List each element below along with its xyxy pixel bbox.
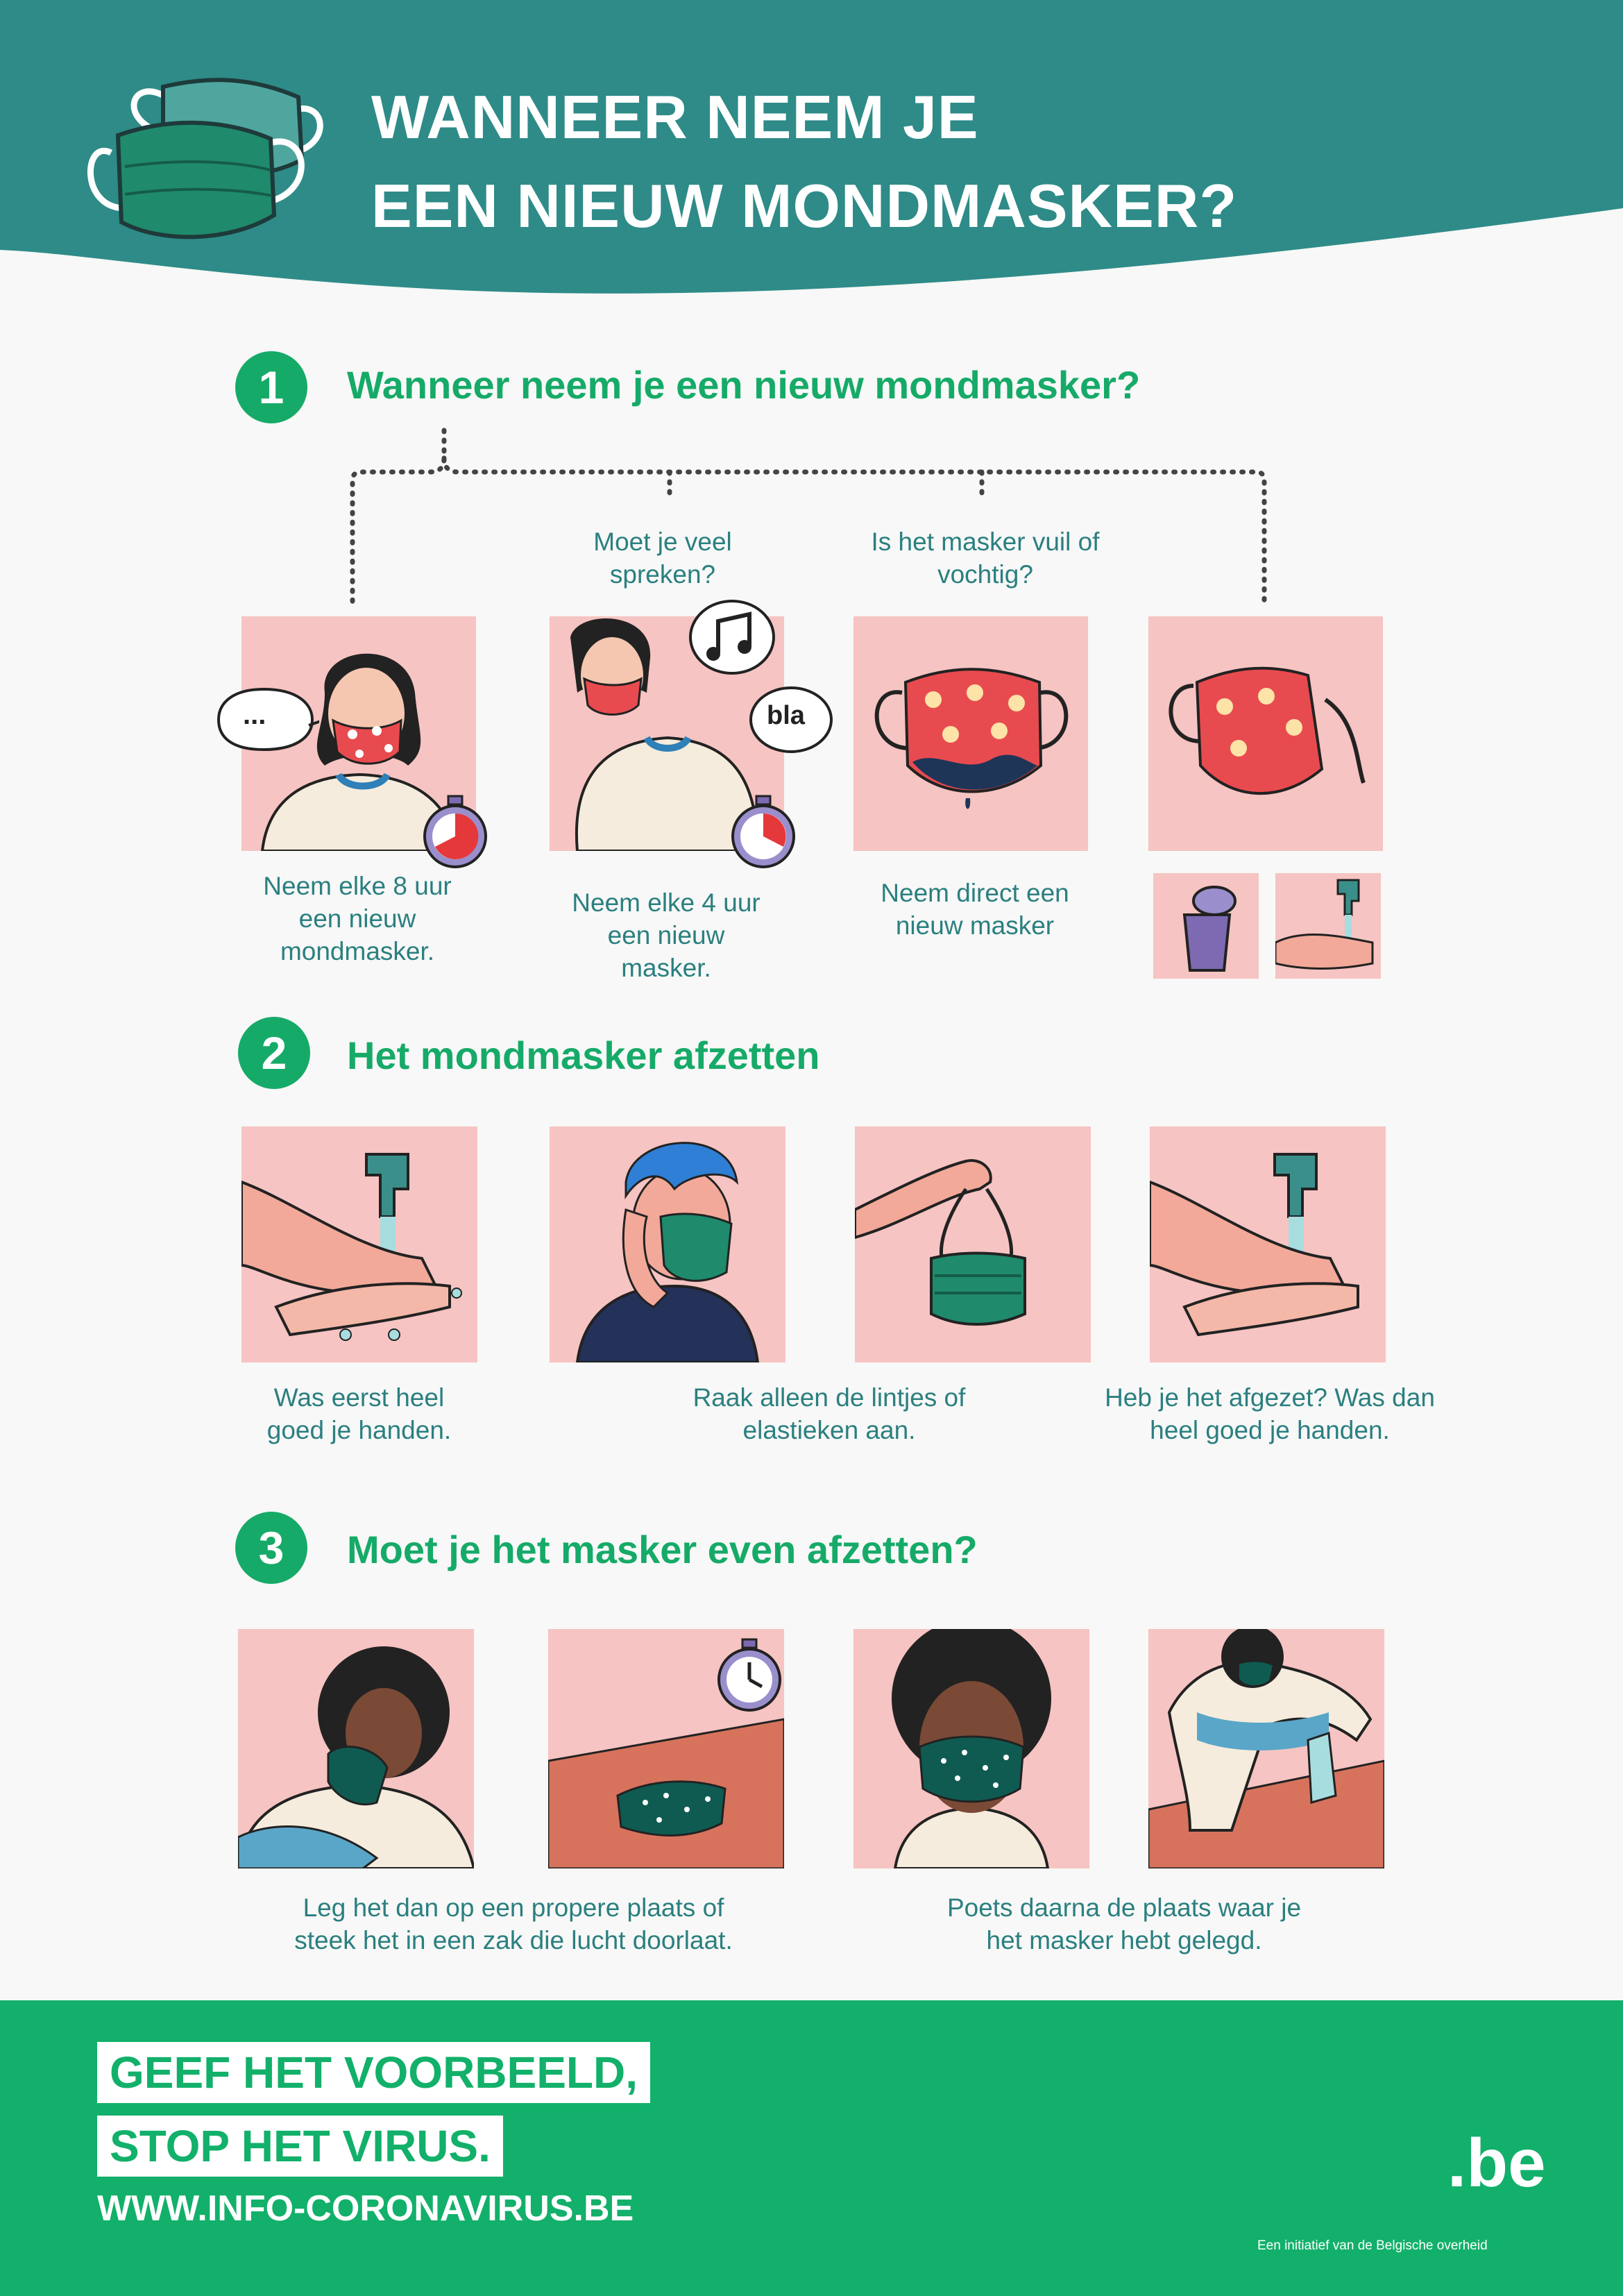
panel-wash-hands [240, 1126, 477, 1362]
caption-place-clean: Leg het dan op een propere plaats of ste… [294, 1893, 733, 1955]
dotted-connector [350, 428, 1267, 610]
woman-putting-mask-icon [892, 1619, 1051, 1870]
caption-clean-after: Poets daarna de plaats waar je het maske… [946, 1893, 1302, 1955]
caption-wash-after: Heb je het afgezet? Was dan heel goed je… [1105, 1383, 1435, 1444]
government-tagline: Een initiatief van de Belgische overheid [1257, 2238, 1488, 2253]
section-title: Moet je het masker even afzetten? [347, 1528, 978, 1571]
stopwatch-icon [731, 795, 795, 868]
website-link[interactable]: WWW.INFO-CORONAVIRUS.BE [97, 2188, 634, 2229]
man-removing-mask-icon [575, 1142, 760, 1364]
caption-touch-loops: Raak alleen de lintjes of elastieken aan… [692, 1383, 966, 1444]
panel-clean-table [1148, 1629, 1384, 1868]
panel-wash-hands-after [1148, 1126, 1386, 1362]
mask-on-table-icon [548, 1718, 784, 1868]
panel-holding-mask [853, 1126, 1091, 1362]
panel-wet-mask [853, 616, 1088, 851]
caption-4h: Neem elke 4 uur een nieuw masker. [572, 888, 760, 982]
mask-pair-illustration [87, 78, 323, 239]
faucet-icon [1274, 879, 1374, 970]
header-banner [0, 0, 1623, 294]
section-number-badge: 2 [238, 1017, 310, 1089]
wet-mask-icon [874, 668, 1069, 809]
faucet-icon [1148, 1153, 1359, 1337]
woman-taking-off-mask-icon [236, 1646, 476, 1870]
section-title: Wanneer neem je een nieuw mondmasker? [347, 363, 1141, 407]
caption-directly: Neem direct een nieuw masker [881, 879, 1069, 940]
slogan-line1: GEEF HET VOORBEELD, [97, 2042, 650, 2103]
panel-remove-by-loops [550, 1126, 785, 1364]
music-note-bubble-icon [689, 600, 775, 675]
cleaning-person-icon [1148, 1629, 1384, 1868]
question-dirty-mask: Is het masker vuil of vochtig? [871, 527, 1100, 589]
speech-bubble-dots-text: ... [243, 700, 266, 730]
stopwatch-icon [423, 795, 487, 868]
speech-bubble-bla-text: bla [767, 701, 805, 730]
speech-bubble-dots [216, 687, 319, 752]
faucet-icon [240, 1153, 462, 1341]
caption-8h: Neem elke 8 uur een nieuw mondmasker. [263, 872, 452, 965]
panel-broken-mask [1148, 616, 1383, 851]
talking-woman-icon [570, 618, 760, 852]
page-title-line2: EEN NIEUW MONDMASKER? [371, 171, 1238, 240]
question-talking: Moet je veel spreken? [593, 527, 732, 589]
hand-holding-mask-icon [853, 1159, 1026, 1326]
section-number-badge: 1 [235, 351, 307, 423]
panel-take-off-mask [236, 1629, 476, 1870]
woman-with-mask-icon [260, 653, 459, 852]
be-logo: .be [1447, 2125, 1546, 2201]
trash-bin-icon [1182, 886, 1237, 972]
section-title: Het mondmasker afzetten [347, 1033, 820, 1077]
section-number-badge: 3 [235, 1512, 307, 1584]
panel-woman-with-mask [853, 1619, 1089, 1870]
page-title-line1: WANNEER NEEM JE [371, 83, 979, 151]
broken-mask-icon [1169, 666, 1366, 795]
clock-icon [717, 1638, 781, 1712]
caption-wash-first: Was eerst heel goed je handen. [266, 1383, 452, 1444]
speech-bubble-bla [749, 686, 833, 753]
slogan-line2: STOP HET VIRUS. [97, 2116, 503, 2177]
panel-wash-hands-small [1274, 873, 1381, 979]
panel-trash-bin [1153, 873, 1259, 979]
